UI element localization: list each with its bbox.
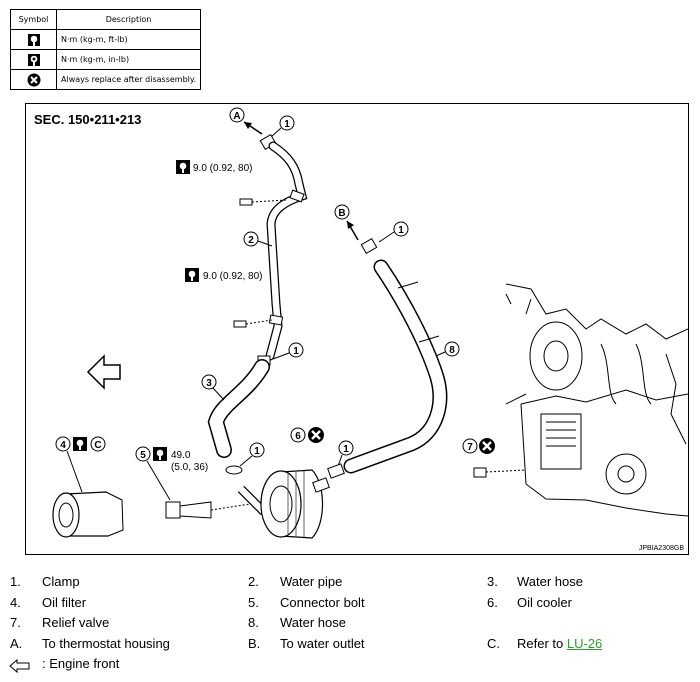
water-pipe	[265, 141, 308, 361]
legend-label: Relief valve	[42, 615, 110, 630]
section-title: SEC. 150•211•213	[34, 112, 141, 127]
engine-front-arrow	[86, 354, 121, 390]
water-hose-3: 3	[201, 359, 270, 458]
svg-text:3: 3	[206, 378, 212, 389]
row-ft-lb: N·m (kg-m, ft-lb)	[56, 29, 201, 50]
legend-num: 7.	[10, 615, 21, 630]
legend-num: C.	[487, 636, 500, 651]
legend-label: To thermostat housing	[42, 636, 170, 651]
symbol-table: Symbol Description N·m (kg-m, ft-lb) N·m…	[10, 9, 201, 90]
refer-to-text: Refer to	[517, 636, 567, 651]
svg-text:9.0 (0.92, 80): 9.0 (0.92, 80)	[203, 271, 262, 282]
legend-num: 6.	[487, 595, 498, 610]
legend-num: A.	[10, 636, 23, 651]
legend-label: To water outlet	[280, 636, 365, 651]
engine-block	[505, 283, 688, 517]
svg-text:5: 5	[140, 450, 146, 461]
svg-text:1: 1	[254, 446, 260, 457]
svg-text:(5.0, 36): (5.0, 36)	[171, 462, 208, 473]
legend-label: Water hose	[517, 574, 583, 589]
callout-1-top: 1	[270, 115, 295, 138]
lu-26-link[interactable]: LU-26	[566, 636, 603, 651]
svg-text:A: A	[233, 111, 240, 122]
callout-1-lower-right: 1	[327, 440, 354, 479]
engine-front-label: : Engine front	[42, 656, 120, 671]
svg-text:8: 8	[449, 345, 455, 356]
svg-text:B: B	[338, 208, 345, 219]
callout-a: A	[229, 107, 263, 135]
diagram-drawing: SEC. 150•211•213 A 1	[34, 107, 688, 552]
svg-text:6: 6	[295, 431, 301, 442]
row-in-lb: N·m (kg-m, in-lb)	[56, 49, 201, 70]
header-symbol: Symbol	[10, 9, 57, 30]
legend-num: 1.	[10, 574, 21, 589]
legend-num: 8.	[248, 615, 259, 630]
svg-text:4: 4	[60, 440, 66, 451]
cooler-inlet-pipe	[237, 485, 268, 516]
legend-label: Connector bolt	[280, 595, 365, 610]
legend-label: Oil cooler	[517, 595, 572, 610]
legend-num: B.	[248, 636, 261, 651]
callout-1-b: 1	[360, 221, 409, 255]
callout-2: 2	[243, 231, 273, 247]
oil-cooler: 6	[260, 425, 330, 539]
relief-valve: 7	[462, 436, 527, 478]
connector-bolt: 5 49.0 (5.0, 36)	[135, 446, 251, 519]
replace-x-icon	[27, 73, 40, 86]
legend-num: 4.	[10, 595, 21, 610]
callout-1-mid: 1	[257, 342, 304, 366]
svg-text:7: 7	[467, 442, 473, 453]
torque-wrench-icon	[27, 33, 40, 46]
legend-num: 2.	[248, 574, 259, 589]
exploded-diagram: SEC. 150•211•213 A 1	[25, 103, 689, 555]
figure-code: JPBIA2308GB	[639, 545, 684, 552]
torque-label-2: 9.0 (0.92, 80)	[185, 268, 262, 282]
legend-label: Oil filter	[42, 595, 87, 610]
torque-label-1: 9.0 (0.92, 80)	[176, 160, 252, 174]
pipe-bolt-lower	[233, 319, 273, 328]
svg-text:49.0: 49.0	[171, 450, 191, 461]
legend-num: 3.	[487, 574, 498, 589]
header-description: Description	[56, 9, 201, 30]
pipe-bolt-upper	[239, 198, 287, 206]
water-hose-8: 8	[343, 259, 460, 474]
svg-text:9.0 (0.92, 80): 9.0 (0.92, 80)	[193, 163, 252, 174]
svg-text:1: 1	[398, 225, 404, 236]
oil-filter: 4 C	[52, 436, 124, 538]
engine-front-icon	[9, 659, 30, 673]
row-replace: Always replace after disassembly.	[56, 69, 201, 90]
legend-label: Refer to LU-26	[517, 636, 602, 651]
callout-1-lower-left: 1	[225, 442, 265, 475]
legend-label: Clamp	[42, 574, 80, 589]
legend-label: Water pipe	[280, 574, 343, 589]
svg-text:C: C	[94, 440, 101, 451]
legend-label: Water hose	[280, 615, 346, 630]
svg-text:1: 1	[284, 119, 290, 130]
svg-text:1: 1	[293, 346, 299, 357]
callout-b: B	[334, 204, 359, 241]
svg-text:1: 1	[343, 444, 349, 455]
legend-num: 5.	[248, 595, 259, 610]
torque-wrench-small-icon	[27, 53, 40, 66]
svg-text:2: 2	[248, 235, 254, 246]
